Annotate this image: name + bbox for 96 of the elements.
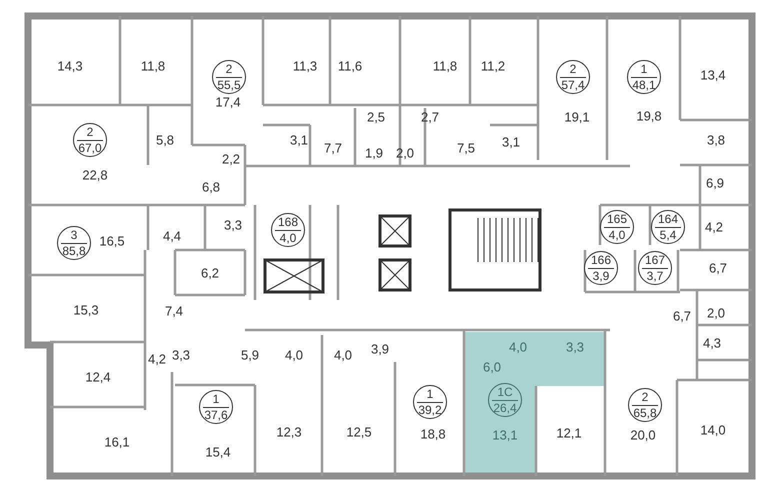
apartment-badge <box>628 388 662 422</box>
apartment-area: 55,5 <box>217 78 241 92</box>
room-area: 4,2 <box>704 220 724 234</box>
room-area: 19,8 <box>636 108 662 124</box>
apartment-area: 4,0 <box>280 232 296 244</box>
room-area: 13,4 <box>700 68 726 82</box>
apartment-badge <box>651 210 685 244</box>
apartment-area: 85,8 <box>62 244 86 258</box>
room-area: 4,0 <box>334 348 352 362</box>
room-area: 15,3 <box>73 302 99 318</box>
apartment-badge <box>600 210 634 244</box>
apartment-area: 3,7 <box>646 270 664 282</box>
apartment-area: 48,1 <box>632 78 656 92</box>
room-area: 11,6 <box>338 58 362 74</box>
room-area: 18,8 <box>420 426 446 442</box>
room-area: 3,8 <box>706 132 726 148</box>
apartment-area: 37,6 <box>204 408 228 422</box>
apartment-badge <box>212 60 246 94</box>
room-area: 3,1 <box>502 134 520 150</box>
room-area: 11,3 <box>292 58 318 74</box>
room-area: 6,8 <box>202 180 220 194</box>
apartment-type: 2 <box>226 62 232 76</box>
room-area: 5,8 <box>156 132 174 148</box>
room-area: 6,7 <box>672 308 692 324</box>
room-area: 4,3 <box>702 336 722 350</box>
apartment-badge <box>638 251 672 285</box>
apartment-type: 2 <box>642 390 648 404</box>
room-area: 1,9 <box>364 146 384 160</box>
apartment-area: 57,4 <box>561 78 585 92</box>
apartment-badge <box>627 60 661 94</box>
room-area: 12,1 <box>556 426 582 440</box>
room-area: 4,2 <box>148 352 166 366</box>
apartment-type: 2 <box>570 62 576 76</box>
apartment-type: 1 <box>640 62 648 76</box>
room-area: 3,3 <box>224 218 242 232</box>
apartment-type: 2 <box>86 126 94 138</box>
room-area: 7,4 <box>164 304 184 318</box>
room-area: 12,3 <box>276 424 302 440</box>
room-area: 16,5 <box>99 234 125 248</box>
room-area: 11,8 <box>140 58 166 74</box>
apartment-area: 3,9 <box>592 270 610 282</box>
room-area: 2,0 <box>706 306 726 320</box>
room-area: 6,9 <box>706 176 724 190</box>
room-area: 13,1 <box>492 428 518 442</box>
room-area: 3,1 <box>290 132 308 148</box>
room-area: 4,0 <box>508 340 528 354</box>
room-area: 4,0 <box>284 348 304 362</box>
room-area: 2,2 <box>222 152 240 166</box>
apartment-area: 5,4 <box>660 228 676 242</box>
room-area: 11,8 <box>432 58 458 74</box>
apartment-type: 1 <box>212 392 220 406</box>
room-area: 5,9 <box>240 348 260 362</box>
apartment-badge <box>57 226 91 260</box>
room-area: 6,7 <box>708 260 728 276</box>
apartment-badge <box>271 213 305 247</box>
apartment-area: 67,0 <box>78 142 102 154</box>
room-area: 12,5 <box>346 424 372 440</box>
apartment-badge <box>413 385 447 419</box>
room-area: 3,9 <box>370 342 390 356</box>
room-area: 20,0 <box>630 428 656 442</box>
apartment-type: 167 <box>644 254 666 266</box>
apartment-badge <box>556 60 590 94</box>
apartment-area: 26,4 <box>493 402 517 414</box>
apartment-type: 164 <box>658 212 678 226</box>
apartment-badge <box>584 251 618 285</box>
room-area: 7,7 <box>324 140 342 156</box>
room-area: 17,4 <box>215 94 241 110</box>
apartment-type: 165 <box>606 212 628 226</box>
room-area: 14,0 <box>700 422 726 438</box>
room-area: 6,2 <box>200 266 220 280</box>
room-area: 14,3 <box>57 58 83 74</box>
apartment-type: 168 <box>278 216 298 228</box>
room-area: 12,4 <box>85 370 111 384</box>
apartment-area: 4,0 <box>608 228 626 242</box>
apartment-type: 3 <box>70 228 78 242</box>
apartment-type: 1С <box>497 386 513 398</box>
apartment-type: 1 <box>426 388 434 400</box>
room-area: 6,0 <box>482 360 502 374</box>
apartment-badge <box>488 383 522 417</box>
room-area: 2,7 <box>420 110 440 124</box>
apartment-type: 166 <box>590 254 612 266</box>
room-area: 11,2 <box>480 58 506 74</box>
room-area: 15,4 <box>205 444 231 460</box>
room-area: 2,0 <box>396 146 414 160</box>
room-area: 3,3 <box>566 340 584 354</box>
apartment-badge <box>73 123 107 157</box>
room-area: 16,1 <box>104 434 130 450</box>
apartment-badge <box>199 390 233 424</box>
room-area: 22,8 <box>82 168 108 182</box>
apartment-area: 65,8 <box>633 406 657 420</box>
apartment-area: 39,2 <box>418 404 442 416</box>
room-area: 19,1 <box>564 110 590 124</box>
room-area: 2,5 <box>366 110 386 124</box>
room-area: 4,4 <box>162 228 182 244</box>
room-area: 3,3 <box>172 348 190 362</box>
room-area: 7,5 <box>456 140 476 156</box>
